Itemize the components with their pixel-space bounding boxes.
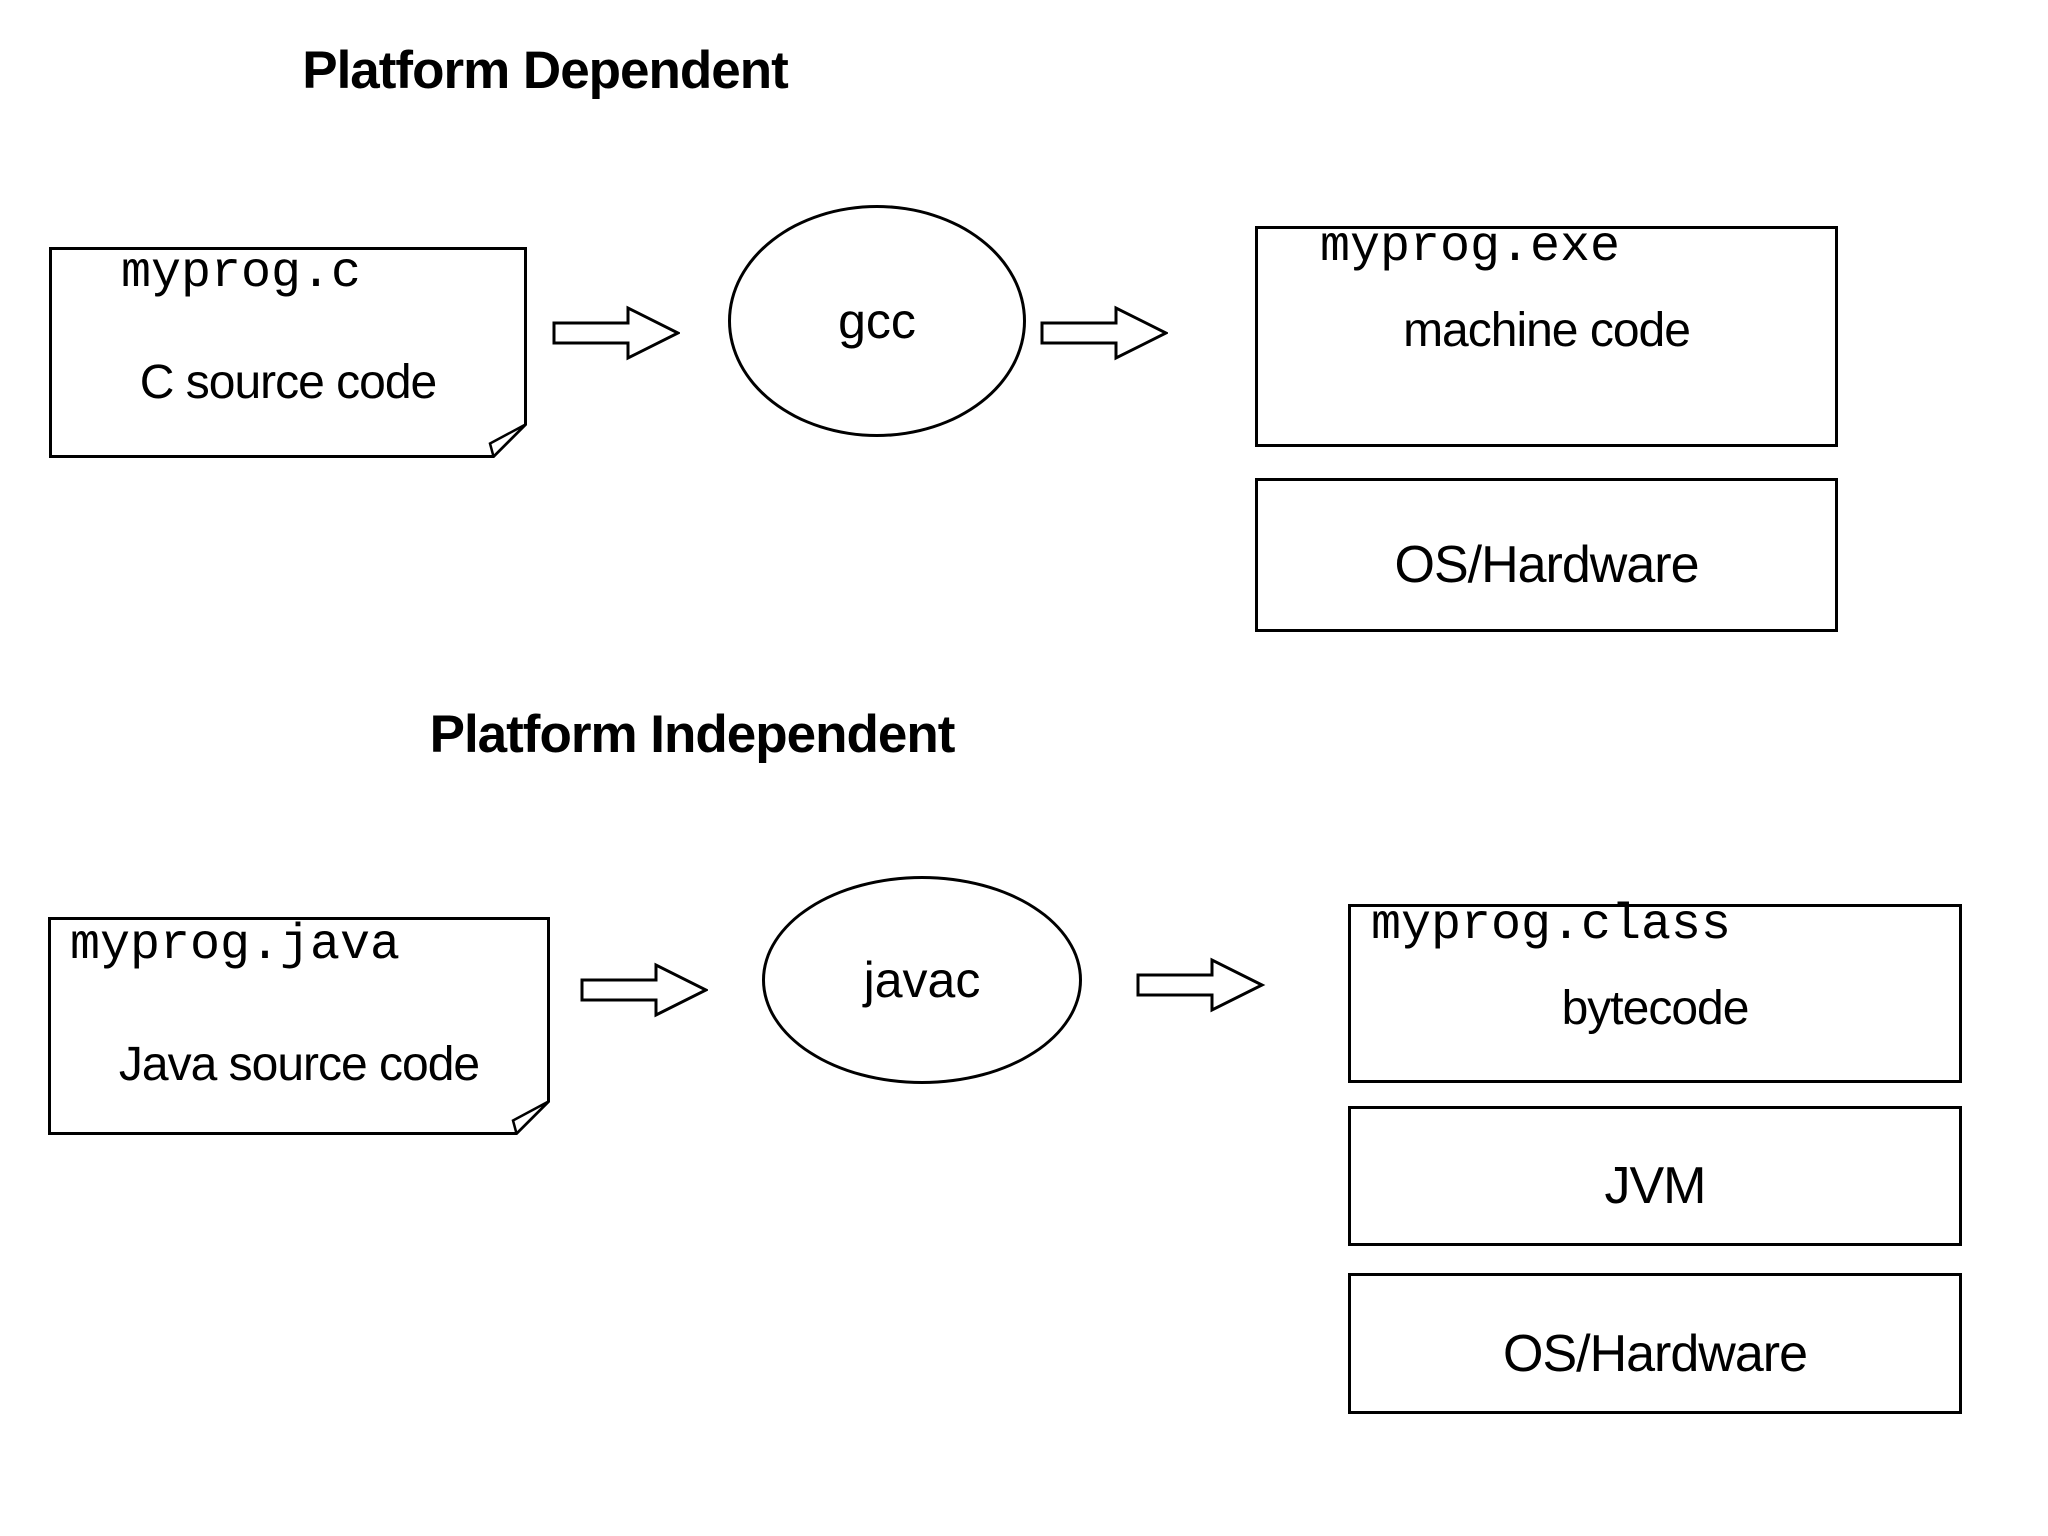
arrow-right-icon: [552, 305, 680, 361]
arrow-right-icon: [1040, 305, 1168, 361]
arrow-right-icon: [580, 962, 708, 1018]
output-filename-label: myprog.class: [1371, 897, 1732, 954]
source-type-label: C source code: [139, 356, 438, 409]
javac-compiler-ellipse: javac: [762, 876, 1082, 1084]
document-shape: [49, 247, 527, 458]
os-hardware-label: OS/Hardware: [1394, 536, 1700, 594]
machine-code-box: myprog.exe machine code: [1255, 219, 1838, 447]
source-filename-label: myprog.java: [70, 917, 401, 974]
jvm-label: JVM: [1604, 1157, 1707, 1215]
source-type-label: Java source code: [118, 1038, 480, 1091]
platform-dependent-title: Platform Dependent: [302, 41, 789, 100]
c-source-file-box: myprog.c C source code: [49, 247, 527, 458]
platform-independent-title: Platform Independent: [429, 705, 956, 764]
folded-corner-icon: [511, 1100, 550, 1135]
output-filename-label: myprog.exe: [1320, 219, 1621, 276]
java-source-file-box: myprog.java Java source code: [48, 917, 550, 1135]
document-shape: [48, 917, 550, 1135]
os-hardware-box: OS/Hardware: [1255, 478, 1838, 632]
output-type-label: machine code: [1403, 304, 1691, 357]
jvm-box: JVM: [1348, 1106, 1962, 1246]
arrow-right-icon: [1136, 957, 1266, 1013]
source-filename-label: myprog.c: [121, 245, 362, 302]
gcc-compiler-ellipse: gcc: [728, 205, 1026, 437]
compiler-name-label: javac: [863, 952, 981, 1008]
bytecode-box: myprog.class bytecode: [1348, 897, 1962, 1083]
folded-corner-icon: [488, 423, 527, 458]
os-hardware-box: OS/Hardware: [1348, 1273, 1962, 1414]
output-type-label: bytecode: [1561, 982, 1750, 1035]
compiler-name-label: gcc: [838, 293, 916, 349]
os-hardware-label: OS/Hardware: [1503, 1324, 1808, 1383]
